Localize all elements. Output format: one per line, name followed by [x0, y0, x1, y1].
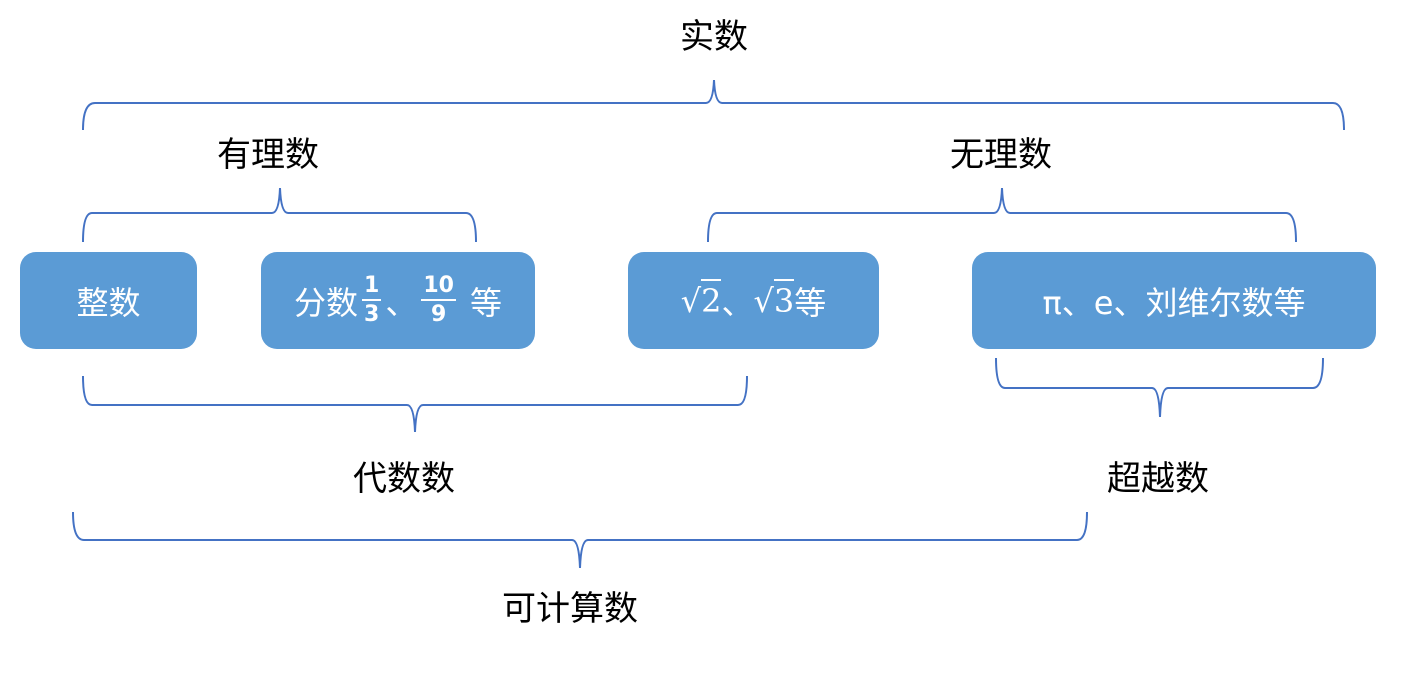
box-integers: 整数	[20, 252, 197, 349]
brace-algebraic	[82, 375, 748, 433]
box-transcendental-examples: π、e、刘维尔数等	[972, 252, 1376, 349]
box-fractions: 分数 1 3 、 10 9 等	[261, 252, 535, 349]
fraction-separator: 、	[385, 283, 418, 322]
brace-real	[82, 79, 1345, 131]
box-square-roots: √2 、 √3 等	[628, 252, 879, 349]
sqrt-two: √2	[680, 278, 722, 320]
label-computable-numbers: 可计算数	[502, 589, 638, 629]
brace-computable	[72, 511, 1088, 569]
brace-irrational	[707, 187, 1297, 243]
sqrt-icon: √	[680, 281, 702, 320]
fraction-ten-ninths: 10 9	[421, 273, 456, 327]
roots-suffix: 等	[794, 283, 827, 322]
label-algebraic-numbers: 代数数	[353, 459, 455, 499]
label-rational-numbers: 有理数	[217, 135, 319, 175]
fraction-suffix: 等	[469, 283, 502, 322]
label-transcendental-numbers: 超越数	[1107, 459, 1209, 499]
label-real-numbers: 实数	[680, 17, 748, 57]
box-integers-text: 整数	[76, 283, 141, 322]
brace-transcendental	[995, 357, 1324, 418]
fraction-prefix: 分数	[294, 283, 359, 322]
fraction-one-third: 1 3	[362, 273, 382, 327]
label-irrational-numbers: 无理数	[950, 135, 1052, 175]
transcendental-examples-text: π、e、刘维尔数等	[1042, 283, 1306, 322]
sqrt-three: √3	[753, 278, 795, 320]
brace-rational	[82, 187, 477, 243]
roots-separator: 、	[721, 283, 754, 322]
sqrt-icon: √	[753, 281, 774, 320]
